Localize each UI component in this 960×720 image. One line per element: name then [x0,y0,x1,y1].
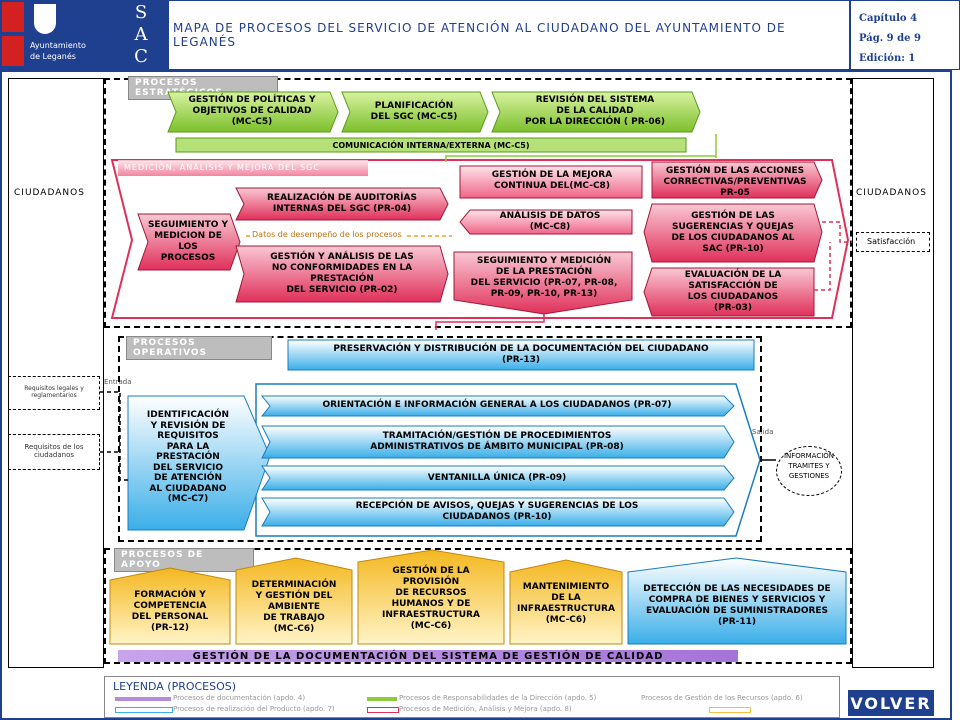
left-citizens-column [8,78,104,668]
shape-support-2 [357,549,505,645]
connector-mejora-top [445,155,716,162]
shape-revision [491,91,701,133]
legend-swatch-realization [115,707,173,713]
legend-swatch-resources [709,707,751,713]
requisitos-legales-box: Requisitos legales y reglamentarios [8,376,100,410]
politicas-process: GESTIÓN DE POLÍTICAS Y OBJETIVOS DE CALI… [188,95,316,127]
chapter-label: Capítulo 4 [859,13,918,24]
shape-acciones [651,161,823,199]
salida-label: Salida [752,428,774,436]
acronym: S A C [134,2,148,67]
operative-row-3: RECEPCIÓN DE AVISOS, QUEJAS Y SUGERENCIA… [355,501,639,522]
legend-item-realization: Procesos de realización del Producto (ap… [173,705,335,713]
edition-label: Edición: 1 [859,53,916,64]
shape-row-0 [260,395,735,417]
shape-preservacion [287,339,755,371]
shape-support-1 [235,557,353,645]
preservacion-process: PRESERVACIÓN Y DISTRIBUCIÓN DE LA DOCUME… [333,344,709,365]
shape-prestacion [453,251,633,315]
identificacion-process: IDENTIFICACIÓN Y REVISIÓN DE REQUISITOS … [146,410,230,504]
strategic-area [104,78,852,328]
connector-prestacion-up [435,314,545,330]
legend-item-direction: Procesos de Responsabilidades de la Dire… [399,694,597,702]
page-frame [0,70,952,720]
operative-section-title: PROCESOS OPERATIVOS [126,336,272,360]
legend-item-documentation: Procesos de documentación (apdo. 4) [173,694,306,702]
documentation-process: GESTIÓN DE LA DOCUMENTACIÓN DEL SISTEMA … [192,651,664,662]
satisfaction-box: Satisfacción [856,232,930,252]
auditorias-process: REALIZACIÓN DE AUDITORÍAS INTERNAS DEL S… [267,193,417,214]
support-process-3: MANTENIMIENTO DE LA INFRAESTRUCTURA (MC-… [517,582,615,625]
operative-row-0: ORIENTACIÓN E INFORMACIÓN GENERAL A LOS … [322,400,672,410]
coat-of-arms-icon [34,4,56,34]
operative-row-1: TRAMITACIÓN/GESTIÓN DE PROCEDIMIENTOS AD… [370,431,624,452]
shape-comunicacion [175,137,687,153]
support-process-4: DETECCIÓN DE LAS NECESIDADES DE COMPRA D… [643,584,831,627]
right-citizens-label: CIUDADANOS [856,188,927,198]
support-process-2: GESTIÓN DE LA PROVISIÓN DE RECURSOS HUMA… [382,566,480,631]
legend-swatch-measurement [367,707,399,713]
revision-process: REVISIÓN DEL SISTEMA DE LA CALIDAD POR L… [524,95,666,127]
support-area [104,548,852,664]
flag-red-icon [2,2,24,32]
shape-row-3 [261,497,735,527]
shape-planificacion [341,91,489,133]
shape-documentation-bar [118,650,738,662]
operative-row-2: VENTANILLA ÚNICA (PR-09) [427,473,567,483]
measurement-title: MEDICIÓN, ANÁLISIS Y MEJORA DEL SGC [124,163,320,172]
shape-analisis [459,209,633,235]
connector-sugerencias [822,221,852,243]
header-logo-panel: Ayuntamiento de Leganés S A C [0,0,168,70]
mejora-process: GESTIÓN DE LA MEJORA CONTINUA DEL(MC-C8) [491,170,613,191]
shape-support-3 [509,559,623,645]
legend-title: LEYENDA (PROCESOS) [113,680,237,693]
shape-row-2 [261,465,735,491]
prestacion-process: SEGUIMIENTO Y MEDICIÓN DE LA PRESTACIÓN … [470,256,618,299]
right-citizens-column [852,78,934,668]
left-citizens-label: CIUDADANOS [14,188,85,198]
operative-area [118,336,762,542]
datos-desempeno-label: Datos de desempeño de los procesos [250,230,404,239]
sugerencias-process: GESTIÓN DE LAS SUGERENCIAS Y QUEJAS DE L… [671,211,795,254]
entrada-label: Entrada [104,378,132,386]
flag-red-bottom-icon [2,36,24,66]
shape-identificacion [127,395,271,531]
shape-mejora [459,165,643,199]
legend-item-measurement: Procesos de Medición, Análisis y Mejora … [399,705,572,713]
output-information-box: INFORMACIÓN TRAMITES Y GESTIONES [776,446,842,496]
support-section-title: PROCESOS DE APOYO [114,548,254,572]
connector-left-entrada [100,391,128,481]
evaluacion-process: EVALUACIÓN DE LA SATISFACCIÓN DE LOS CIU… [684,270,782,313]
support-process-0: FORMACIÓN Y COMPETENCIA DEL PERSONAL (PR… [131,590,209,633]
acciones-process: GESTIÓN DE LAS ACCIONES CORRECTIVAS/PREV… [663,166,807,198]
legend-swatch-documentation [115,697,171,701]
volver-button[interactable]: VOLVER [848,690,934,716]
support-process-1: DETERMINACIÓN Y GESTIÓN DEL AMBIENTE DE … [251,580,337,634]
shape-sugerencias [643,203,823,263]
legend-box: LEYENDA (PROCESOS) Procesos de documenta… [104,676,840,718]
shape-seguimiento [137,213,241,271]
analisis-process: ANÁLISIS DE DATOS (MC-C8) [499,211,601,232]
noconformidades-process: GESTIÓN Y ANÁLISIS DE LAS NO CONFORMIDAD… [270,252,414,295]
page-label: Pág. 9 de 9 [859,33,921,44]
shape-evaluacion [643,267,815,317]
planificacion-process: PLANIFICACIÓN DEL SGC (MC-C5) [370,101,458,122]
requisitos-ciudadanos-box: Requisitos de los ciudadanos [8,434,100,470]
seguimiento-process: SEGUIMIENTO Y MEDICION DE LOS PROCESOS [147,220,229,263]
comunicacion-process: COMUNICACIÓN INTERNA/EXTERNA (MC-C5) [332,141,530,150]
shape-row-1 [261,425,735,459]
shape-support-4 [627,557,847,645]
page-title: MAPA DE PROCESOS DEL SERVICIO DE ATENCIÓ… [168,0,850,70]
legend-item-resources: Procesos de Gestión de los Recursos (apd… [641,694,803,702]
shape-auditorias [235,187,449,221]
shape-noconformidades [235,245,449,303]
org-name: Ayuntamiento de Leganés [30,41,86,61]
shape-politicas [167,91,339,133]
legend-swatch-direction [367,697,397,701]
shape-measurement-title-bar [118,160,368,176]
shape-support-0 [109,567,231,645]
connector-evaluacion [814,242,831,291]
